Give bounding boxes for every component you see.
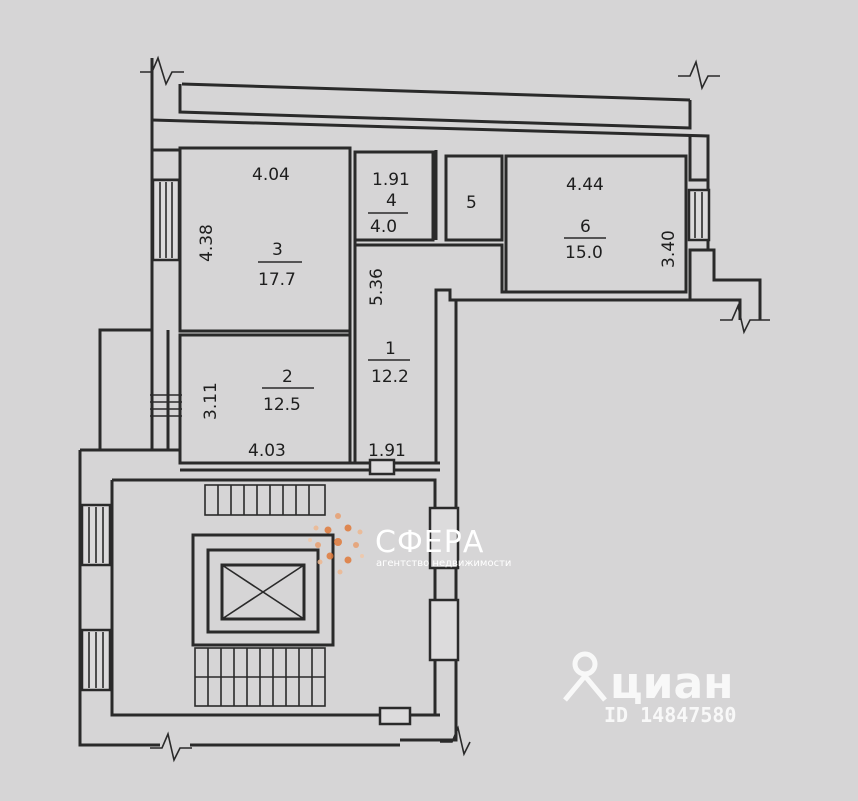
windows bbox=[80, 178, 711, 726]
room-2-number: 2 bbox=[282, 367, 293, 387]
room-4-number: 4 bbox=[386, 191, 397, 211]
room-2-area: 12.5 bbox=[263, 395, 301, 415]
room-4-width: 1.91 bbox=[372, 170, 410, 190]
room-6-width: 4.44 bbox=[566, 175, 604, 195]
agency-logo: СФЕРА агентство недвижимости bbox=[308, 513, 511, 575]
room-4-labels: 1.91 4 4.0 bbox=[368, 170, 410, 237]
room-3-number: 3 bbox=[272, 240, 283, 260]
room-3-width: 4.04 bbox=[252, 165, 290, 185]
listing-site-watermark: циан ID 14847580 bbox=[563, 651, 736, 727]
interior-walls bbox=[178, 146, 690, 472]
room-2-length: 3.11 bbox=[201, 382, 221, 420]
lift-shaft bbox=[191, 533, 335, 647]
exterior-walls bbox=[78, 55, 770, 763]
room-6-number: 6 bbox=[580, 217, 591, 237]
listing-id: ID 14847580 bbox=[604, 703, 736, 727]
room-5-number: 5 bbox=[466, 193, 477, 213]
room-3-length: 4.38 bbox=[197, 224, 217, 262]
room-5-labels: 5 bbox=[466, 193, 477, 213]
room-2-labels: 3.11 2 12.5 4.03 bbox=[201, 367, 314, 461]
room-1-number: 1 bbox=[385, 339, 396, 359]
agency-logo-mark bbox=[308, 513, 364, 575]
room-3-area: 17.7 bbox=[258, 270, 296, 290]
room-4-area: 4.0 bbox=[370, 217, 397, 237]
room-1-labels: 5.36 1 12.2 1.91 bbox=[367, 268, 410, 461]
room-6-area: 15.0 bbox=[565, 243, 603, 263]
agency-name: СФЕРА bbox=[375, 525, 484, 560]
room-2-width: 4.03 bbox=[248, 441, 286, 461]
map-pin-icon bbox=[563, 651, 607, 702]
agency-subtitle: агентство недвижимости bbox=[376, 558, 511, 569]
room-1-length: 5.36 bbox=[367, 268, 387, 306]
room-3-labels: 4.04 4.38 3 17.7 bbox=[197, 165, 302, 290]
room-1-width: 1.91 bbox=[368, 441, 406, 461]
room-6-labels: 4.44 6 15.0 3.40 bbox=[564, 175, 679, 268]
stairs bbox=[194, 484, 326, 707]
room-1-area: 12.2 bbox=[371, 367, 409, 387]
listing-site-name: циан bbox=[610, 658, 734, 709]
room-6-length: 3.40 bbox=[659, 230, 679, 268]
